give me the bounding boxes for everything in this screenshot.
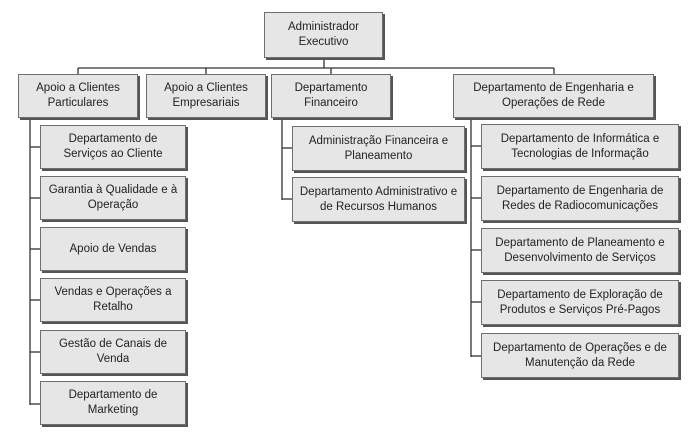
node-exploracao-produtos: Departamento de Exploração de Produtos e… [481,280,679,325]
node-departamento-marketing: Departamento de Marketing [40,381,186,425]
node-apoio-vendas: Apoio de Vendas [40,227,186,271]
node-planeamento-desenvolvimento: Departamento de Planeamento e Desenvolvi… [481,228,679,273]
node-operacoes-manutencao-rede: Departamento de Operações e de Manutençã… [481,333,679,378]
node-apoio-clientes-particulares: Apoio a Clientes Particulares [18,74,138,118]
node-departamento-engenharia-operacoes-rede: Departamento de Engenharia e Operações d… [453,74,654,118]
node-engenharia-redes-radiocomunicacoes: Departamento de Engenharia de Redes de R… [481,176,679,221]
node-administrativo-recursos-humanos: Departamento Administrativo e de Recurso… [292,177,465,222]
node-apoio-clientes-empresariais: Apoio a Clientes Empresariais [146,74,266,118]
node-vendas-operacoes-retalho: Vendas e Operações a Retalho [40,278,186,322]
node-departamento-financeiro: Departamento Financeiro [271,74,391,118]
node-garantia-qualidade: Garantia à Qualidade e à Operação [40,176,186,220]
node-informatica-tecnologias: Departamento de Informática e Tecnologia… [481,124,679,169]
node-servicos-cliente: Departamento de Serviços ao Cliente [40,125,186,169]
node-administrador-executivo: Administrador Executivo [264,12,383,58]
node-gestao-canais-venda: Gestão de Canais de Venda [40,330,186,374]
node-administracao-financeira: Administração Financeira e Planeamento [292,126,465,171]
